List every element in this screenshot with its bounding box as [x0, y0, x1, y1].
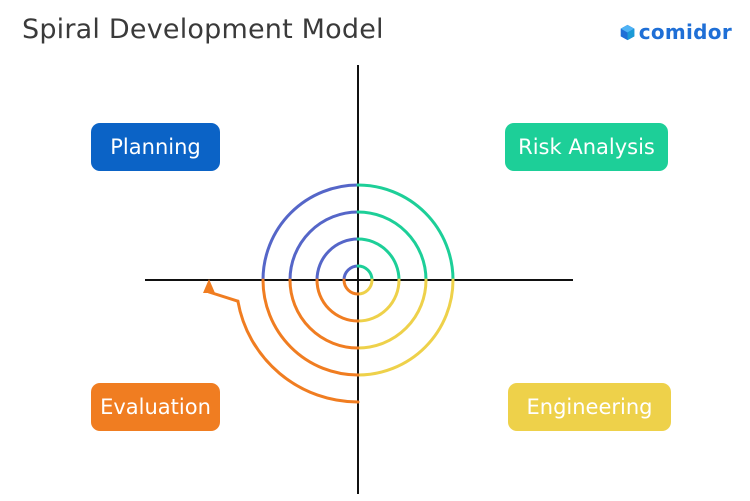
spiral-arc-risk — [356, 264, 374, 282]
spiral-arc-risk — [356, 210, 428, 282]
comidor-logo-icon — [620, 24, 634, 40]
phase-engineering: Engineering — [508, 383, 671, 431]
spiral-arc-engineering — [356, 278, 401, 323]
spiral — [207, 183, 455, 404]
phase-evaluation: Evaluation — [91, 383, 220, 431]
spiral-arc-planning — [288, 210, 360, 282]
spiral-arc-evaluation — [315, 278, 360, 323]
spiral-arc-evaluation — [342, 278, 360, 296]
phase-planning: Planning — [91, 123, 220, 171]
arrow-head-up-icon — [203, 279, 215, 293]
spiral-tail — [207, 290, 240, 303]
brand-name: comidor — [638, 20, 732, 44]
brand-logo: comidor — [619, 20, 732, 44]
page-title: Spiral Development Model — [22, 14, 384, 45]
spiral-arc-planning — [342, 264, 360, 282]
spiral-arc-engineering — [356, 278, 428, 350]
spiral-arc-planning — [315, 237, 360, 282]
axes — [145, 65, 573, 494]
spiral-arc-risk — [356, 183, 455, 282]
spiral-arc-evaluation — [261, 278, 360, 377]
spiral-arc-evaluation — [288, 278, 360, 350]
spiral-arc-evaluation-tail — [236, 299, 360, 404]
phase-risk-analysis: Risk Analysis — [505, 123, 668, 171]
spiral-arc-risk — [356, 237, 401, 282]
spiral-arc-engineering — [356, 278, 455, 377]
spiral-arc-planning — [261, 183, 360, 282]
spiral-arc-engineering — [356, 278, 374, 296]
